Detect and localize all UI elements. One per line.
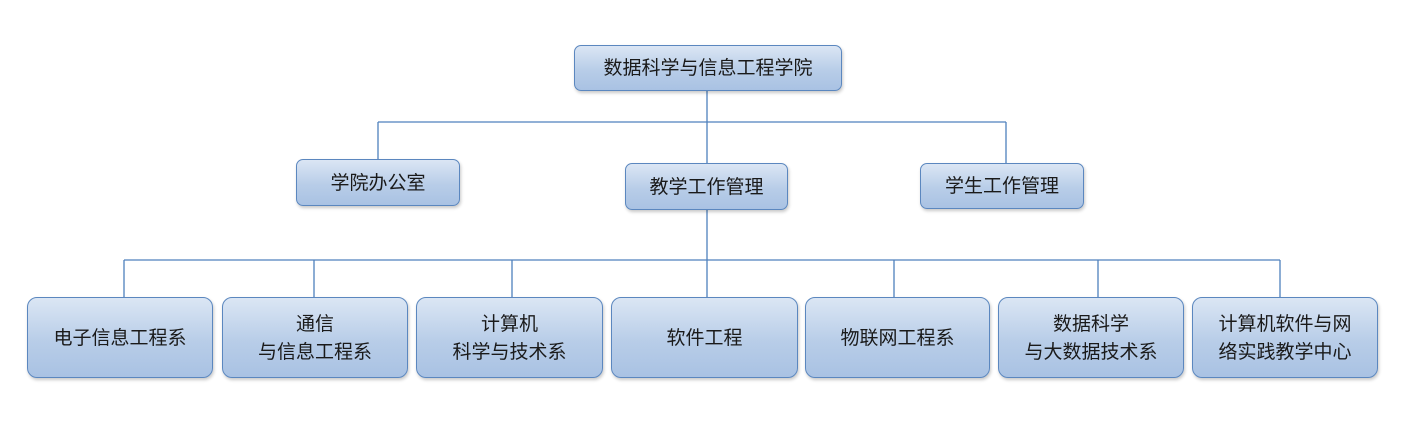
node-student-affairs: 学生工作管理 <box>920 163 1084 209</box>
node-college-office: 学院办公室 <box>296 159 460 206</box>
node-label: 学院办公室 <box>330 171 426 194</box>
node-label: 电子信息工程系 <box>53 326 187 349</box>
node-label-line1: 计算机 <box>480 312 538 335</box>
node-dept-computer-science: 计算机 科学与技术系 <box>416 297 603 378</box>
node-label-line1: 数据科学 <box>1052 312 1129 335</box>
node-dept-communication: 通信 与信息工程系 <box>222 297 408 378</box>
node-label-line1: 计算机软件与网 <box>1218 312 1352 335</box>
node-label-line2: 与信息工程系 <box>257 340 372 363</box>
node-label: 学生工作管理 <box>944 175 1059 197</box>
node-label-line2: 科学与技术系 <box>452 340 567 363</box>
node-software-network-practice-center: 计算机软件与网 络实践教学中心 <box>1192 297 1378 378</box>
node-label: 教学工作管理 <box>649 175 764 198</box>
node-teaching-management: 教学工作管理 <box>625 163 788 210</box>
node-dept-data-science: 数据科学 与大数据技术系 <box>998 297 1184 378</box>
node-dept-electronic-info: 电子信息工程系 <box>27 297 213 378</box>
node-label: 软件工程 <box>666 326 743 349</box>
node-label: 物联网工程系 <box>840 326 955 349</box>
root-label: 数据科学与信息工程学院 <box>603 57 813 79</box>
root-node: 数据科学与信息工程学院 <box>574 45 842 91</box>
node-dept-iot: 物联网工程系 <box>805 297 990 378</box>
node-dept-software-engineering: 软件工程 <box>611 297 798 378</box>
node-label-line2: 与大数据技术系 <box>1024 340 1158 363</box>
node-label-line1: 通信 <box>295 312 334 335</box>
node-label-line2: 络实践教学中心 <box>1218 340 1352 363</box>
